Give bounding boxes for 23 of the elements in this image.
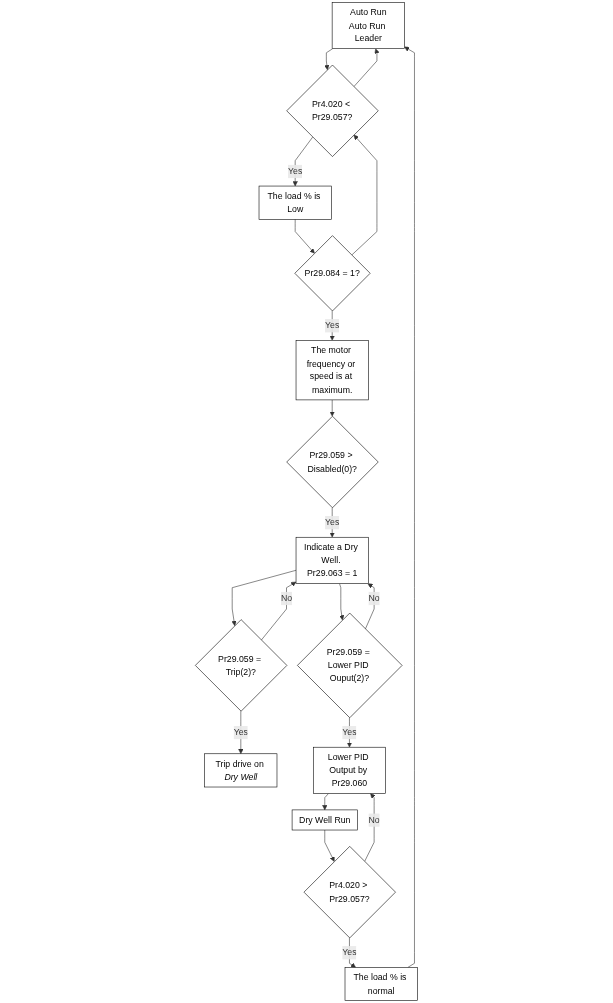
node-box: The motor frequency or speed is at maximum.	[295, 340, 369, 401]
edge-label: No	[368, 592, 380, 603]
node-box: The load % is normal	[344, 967, 418, 1001]
edge-label: No	[281, 592, 293, 603]
node-diamond: Pr29.084 = 1?	[294, 235, 371, 312]
node-box: Trip drive on Dry Well	[204, 753, 278, 788]
edge-label: Yes	[325, 517, 340, 528]
edge-label: Yes	[342, 727, 357, 737]
node-diamond: Pr29.059 = Trip(2)?	[195, 619, 288, 712]
node-diamond: Pr4.020 > Pr29.057?	[303, 846, 396, 939]
node-box: The load % is Low	[258, 185, 332, 220]
edge-label: Yes	[233, 727, 249, 737]
edge-label: No	[368, 814, 380, 825]
node-diamond: Pr4.020 < Pr29.057?	[286, 64, 379, 157]
edge-label: Yes	[288, 165, 303, 176]
node-box: Indicate a Dry Well. Pr29.063 = 1	[295, 536, 369, 584]
node-box: Auto Run Auto Run Leader	[332, 2, 405, 49]
node-diamond: Pr29.059 = Lower PID Ouput(2)?	[297, 612, 403, 719]
edge-label: Yes	[325, 320, 340, 331]
node-box: Lower PID Output by Pr29.060	[313, 746, 387, 794]
edge-label: Yes	[342, 947, 357, 958]
node-diamond: Pr29.059 > Disabled(0)?	[286, 415, 379, 509]
node-box: Dry Well Run	[291, 809, 358, 831]
